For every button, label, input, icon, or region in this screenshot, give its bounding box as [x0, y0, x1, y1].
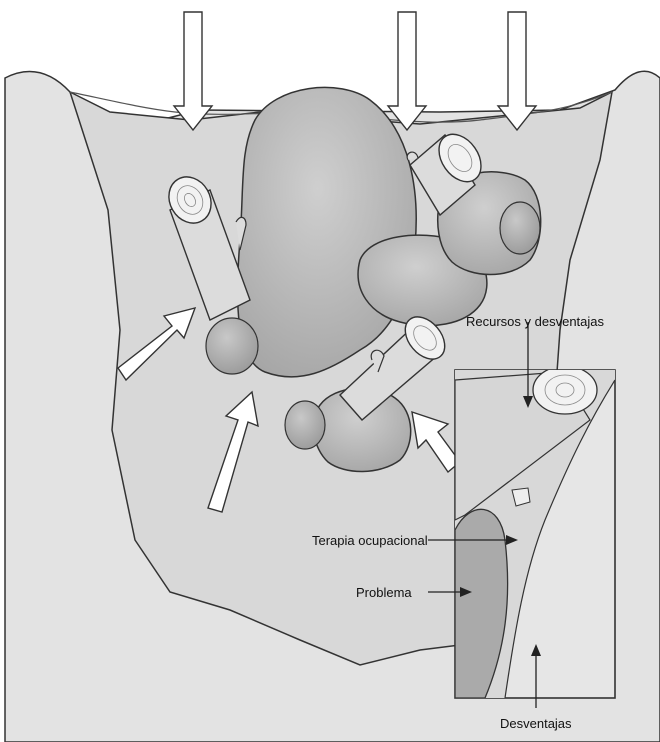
label-disadvantages: Desventajas — [500, 716, 572, 731]
label-resources: Recursos y desventajas — [466, 314, 605, 329]
stone-left — [206, 318, 258, 374]
stone-upper-right — [500, 202, 540, 254]
arrow-down-left — [174, 12, 212, 130]
stone-lower-left — [285, 401, 325, 449]
label-problem: Problema — [356, 585, 412, 600]
arrow-down-middle — [388, 12, 426, 130]
label-therapy: Terapia ocupacional — [312, 533, 428, 548]
arrow-down-right — [498, 12, 536, 130]
